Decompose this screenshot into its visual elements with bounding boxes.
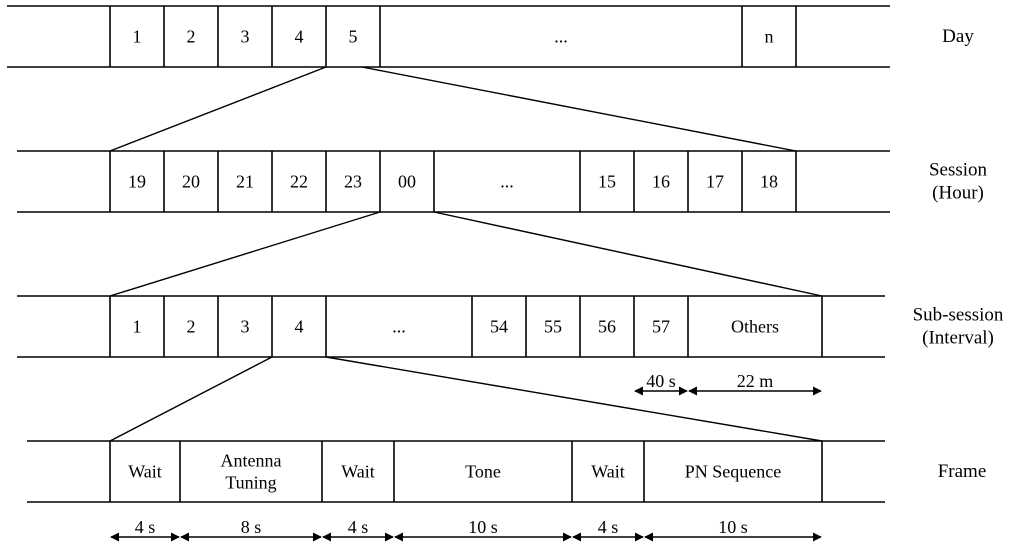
frame-duration-label: 8 s (241, 517, 262, 537)
zoom-connector-line (109, 211, 381, 297)
frame-cell-label: PN Sequence (685, 462, 781, 482)
session-cell-label: 20 (182, 172, 200, 192)
subsession-cell-label: ... (392, 317, 406, 337)
session-cell-label: 23 (344, 172, 362, 192)
subsession-cell-label: 54 (490, 317, 508, 337)
subsession-cell-label: 3 (241, 317, 250, 337)
frame-cell-label: Tuning (225, 472, 276, 492)
session-row-label: (Hour) (932, 182, 984, 203)
zoom-connector-line (361, 66, 797, 152)
session-row-label: Session (929, 160, 988, 181)
subsession-cell-label: 1 (133, 317, 142, 337)
frame-cell-label: Antenna (221, 451, 282, 471)
session-cell-label: 18 (760, 172, 778, 192)
session-cell-label: 22 (290, 172, 308, 192)
zoom-connector-line (109, 66, 327, 152)
frame-cell-label: Wait (128, 462, 162, 482)
day-row-label: Day (942, 26, 974, 47)
session-cell-label: 19 (128, 172, 146, 192)
subsession-cell-label: 2 (187, 317, 196, 337)
subsession-cell-label: Others (731, 317, 779, 337)
subsession-cell-label: 55 (544, 317, 562, 337)
session-cell-label: ... (500, 172, 514, 192)
subsession-cell-label: 4 (295, 317, 304, 337)
session-cell-label: 16 (652, 172, 670, 192)
zoom-connector-line (325, 356, 823, 442)
frame-duration-label: 4 s (348, 517, 369, 537)
frame-row-label: Frame (938, 461, 987, 482)
day-cell-label: 2 (187, 27, 196, 47)
subsession-cell-label: 56 (598, 317, 616, 337)
subsession-row-label: (Interval) (922, 327, 994, 348)
frame-cell-label: Wait (341, 462, 375, 482)
day-cell-label: ... (554, 27, 568, 47)
day-cell-label: 1 (133, 27, 142, 47)
zoom-connector-line (109, 356, 273, 442)
session-cell-label: 15 (598, 172, 616, 192)
frame-duration-label: 4 s (135, 517, 156, 537)
zoom-connector-line (433, 211, 823, 297)
day-cell-label: 5 (349, 27, 358, 47)
frame-duration-label: 10 s (718, 517, 748, 537)
day-cell-label: n (765, 27, 774, 47)
session-cell-label: 21 (236, 172, 254, 192)
day-cell-label: 4 (295, 27, 304, 47)
subsession-duration-label: 40 s (646, 371, 676, 391)
day-cell-label: 3 (241, 27, 250, 47)
frame-cell-label: Wait (591, 462, 625, 482)
frame-duration-label: 4 s (598, 517, 619, 537)
subsession-cell-label: 57 (652, 317, 670, 337)
subsession-duration-label: 22 m (737, 371, 774, 391)
session-cell-label: 17 (706, 172, 724, 192)
frame-duration-label: 10 s (468, 517, 498, 537)
frame-cell-label: Tone (465, 462, 501, 482)
session-cell-label: 00 (398, 172, 416, 192)
subsession-row-label: Sub-session (913, 305, 1004, 326)
